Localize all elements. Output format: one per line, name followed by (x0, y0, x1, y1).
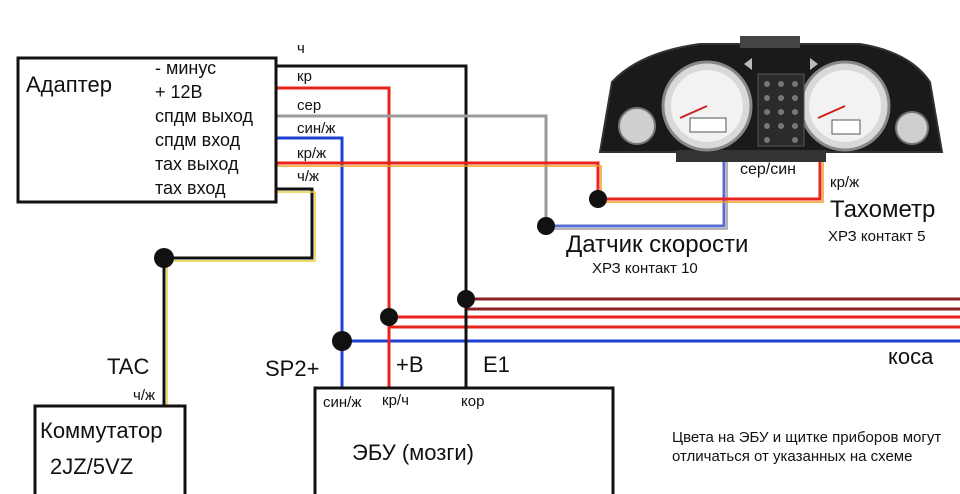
wire-label-spdm-in: син/ж (297, 120, 336, 137)
adapter-pin-12v: + 12В (155, 82, 203, 102)
junction-dot (537, 217, 555, 235)
junction-dot (154, 248, 174, 268)
turn-right-arrow-icon (810, 58, 818, 70)
commutator-title: Коммутатор (40, 418, 163, 443)
speed-sensor-contact: ХРЗ контакт 10 (592, 260, 698, 277)
color-disclaimer-note: Цвета на ЭБУ и щитке приборов могут отли… (672, 429, 942, 465)
fuel-gauge (618, 107, 656, 145)
junction-dot (380, 308, 398, 326)
commutator-model: 2JZ/5VZ (50, 454, 134, 479)
signal-plusb: +В (396, 352, 424, 377)
temp-gauge (895, 111, 929, 145)
cluster-top-mount (740, 36, 800, 48)
tachometer-contact: ХРЗ контакт 5 (828, 228, 926, 245)
adapter-pin-tach-in: тах вход (155, 178, 226, 198)
adapter-pin-minus: - минус (155, 58, 217, 78)
junction-dot (589, 190, 607, 208)
signal-sp2: SP2+ (265, 356, 320, 381)
ecu-box (313, 386, 615, 494)
wire-label-12v: кр (297, 68, 312, 85)
cluster-wire-tacho: кр/ж (830, 174, 860, 191)
cluster-wire-speed: сер/син (740, 161, 797, 178)
wire-gray-spdm-out (276, 114, 548, 226)
wire-grayblue-speed (546, 160, 726, 228)
harness-label: коса (888, 344, 934, 369)
adapter-pin-spdm-in: спдм вход (155, 130, 241, 150)
speed-sensor-title: Датчик скорости (566, 231, 749, 258)
harness-lines (342, 297, 960, 343)
tachometer-title: Тахометр (830, 196, 936, 223)
adapter-title: Адаптер (26, 72, 112, 97)
wire-grayblue-speed-edge (546, 160, 728, 230)
warning-light-icons (764, 81, 798, 143)
ecu-wire-e1: кор (461, 393, 485, 410)
instrument-cluster (598, 36, 944, 162)
adapter-pin-tach-out: тах выход (155, 154, 239, 174)
signal-tac: TAC (107, 354, 150, 379)
wire-label-minus: ч (297, 40, 305, 57)
signal-e1: Е1 (483, 352, 510, 377)
ecu-wire-plusb: кр/ч (382, 392, 409, 409)
trip-display (831, 119, 861, 135)
odometer-display (689, 117, 727, 133)
tachometer-needle (817, 105, 846, 119)
wire-blackyellow-tach-in-stripe (166, 191, 316, 406)
wire-black-minus (276, 64, 468, 388)
commutator-wire: ч/ж (133, 387, 156, 404)
junction-dot (457, 290, 475, 308)
wire-label-spdm-out: сер (297, 97, 322, 114)
ecu-wire-spdm: син/ж (323, 394, 362, 411)
wire-red-12v (276, 86, 391, 388)
turn-left-arrow-icon (744, 58, 752, 70)
cluster-bottom-tab (676, 150, 826, 162)
wire-blackyellow-tach-in (162, 187, 314, 406)
wire-blue-spdm-in (276, 136, 344, 388)
speedometer-needle (679, 105, 708, 119)
wire-label-tach-out: кр/ж (297, 145, 327, 162)
adapter-box (16, 56, 278, 204)
wire-label-tach-in: ч/ж (297, 168, 320, 185)
commutator-box (33, 404, 187, 494)
adapter-pin-spdm-out: спдм выход (155, 106, 254, 126)
junction-dot (332, 331, 352, 351)
ecu-title: ЭБУ (мозги) (352, 440, 474, 465)
